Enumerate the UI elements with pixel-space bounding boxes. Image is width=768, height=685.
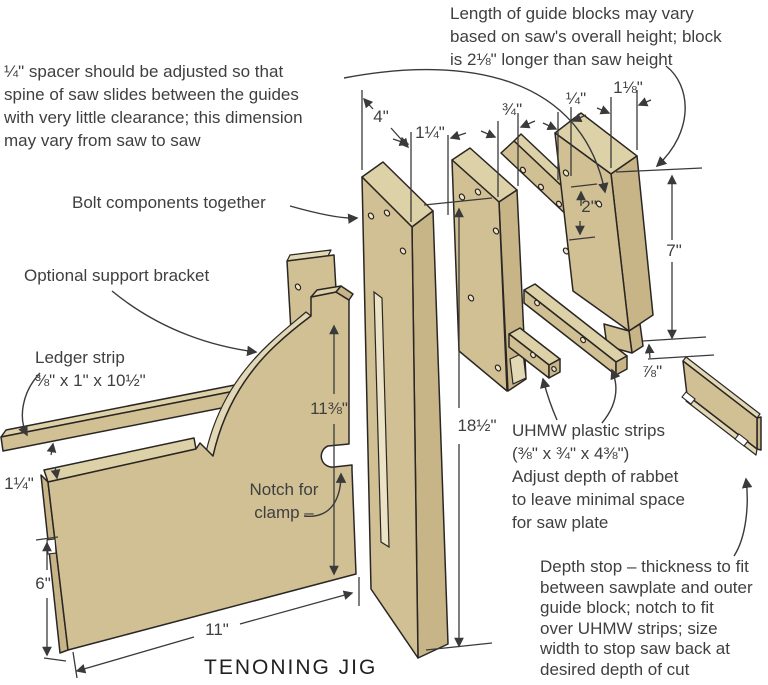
dim-body-height: 11⅜" [310, 399, 348, 418]
uhmw-strip-upper [523, 283, 628, 376]
dim-outer-block-thickness: 1⅛" [613, 78, 643, 97]
dim-base-length: 11" [205, 620, 229, 639]
outer-guide-block [554, 112, 654, 354]
dimension-lines [35, 90, 715, 679]
note-uhmw-strips: UHMW plastic strips (⅜" x ¾" x 4⅜") Adju… [512, 421, 685, 532]
dim-ledger-gap: 1¼" [4, 474, 34, 493]
dim-fence-thickness: 1¼" [415, 123, 445, 142]
label-notch-for-clamp: Notch for clamp – [249, 480, 319, 522]
dim-fence-width: 4" [373, 107, 389, 126]
dim-fence-height: 18½" [457, 416, 497, 435]
note-guide-blocks: Length of guide blocks may vary based on… [450, 4, 722, 69]
depth-stop-board [681, 356, 762, 456]
note-depth-stop: Depth stop – thickness to fit between sa… [540, 557, 753, 679]
note-spacer: ¼" spacer should be adjusted so that spi… [4, 62, 303, 150]
fence-board [361, 161, 449, 659]
dim-base-height: 6" [35, 574, 51, 593]
main-body-with-bracket [40, 285, 357, 654]
drawing-title: TENONING JIG [204, 656, 378, 679]
label-ledger-strip: Ledger strip ⅜" x 1" x 10½" [35, 348, 146, 390]
label-support-bracket: Optional support bracket [24, 266, 210, 285]
dim-spacer-thickness: ¼" [565, 89, 587, 108]
dim-foot-height: ⅞" [641, 362, 663, 381]
dim-outer-block-height: 7" [666, 241, 682, 260]
uhmw-strip-lower [508, 327, 561, 379]
inner-guide-block [451, 147, 527, 392]
label-bolt-components: Bolt components together [72, 193, 266, 212]
dim-inner-block-thickness: ¾" [501, 100, 523, 119]
leader-lines [18, 65, 753, 557]
dim-block-overlap: 2" [581, 197, 597, 216]
